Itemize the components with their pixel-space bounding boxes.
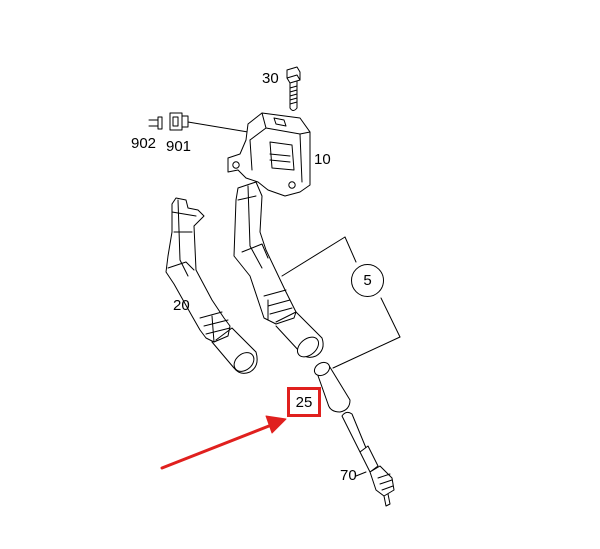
spark-plug-part xyxy=(341,411,395,507)
callout-connector-a: 902 xyxy=(131,135,157,152)
callout-bolt: 30 xyxy=(262,70,279,87)
red-pointer-arrow xyxy=(160,415,287,470)
ignition-coil-module xyxy=(227,112,311,197)
connector-parts xyxy=(148,112,249,133)
coil-boot-separate xyxy=(165,197,258,374)
callout-coil-boot: 20 xyxy=(173,297,190,314)
callout-spark-plug: 70 xyxy=(340,467,357,484)
callout-seal-highlight: 25 xyxy=(287,387,321,417)
callout-kit-circle: 5 xyxy=(351,264,384,297)
kit-bracket-lines xyxy=(281,236,401,369)
callout-connector-b: 901 xyxy=(166,138,192,155)
callout-coil-module: 10 xyxy=(314,151,331,168)
seal-part xyxy=(313,361,351,413)
bolt-part xyxy=(286,66,301,111)
coil-boot-main xyxy=(233,181,324,358)
